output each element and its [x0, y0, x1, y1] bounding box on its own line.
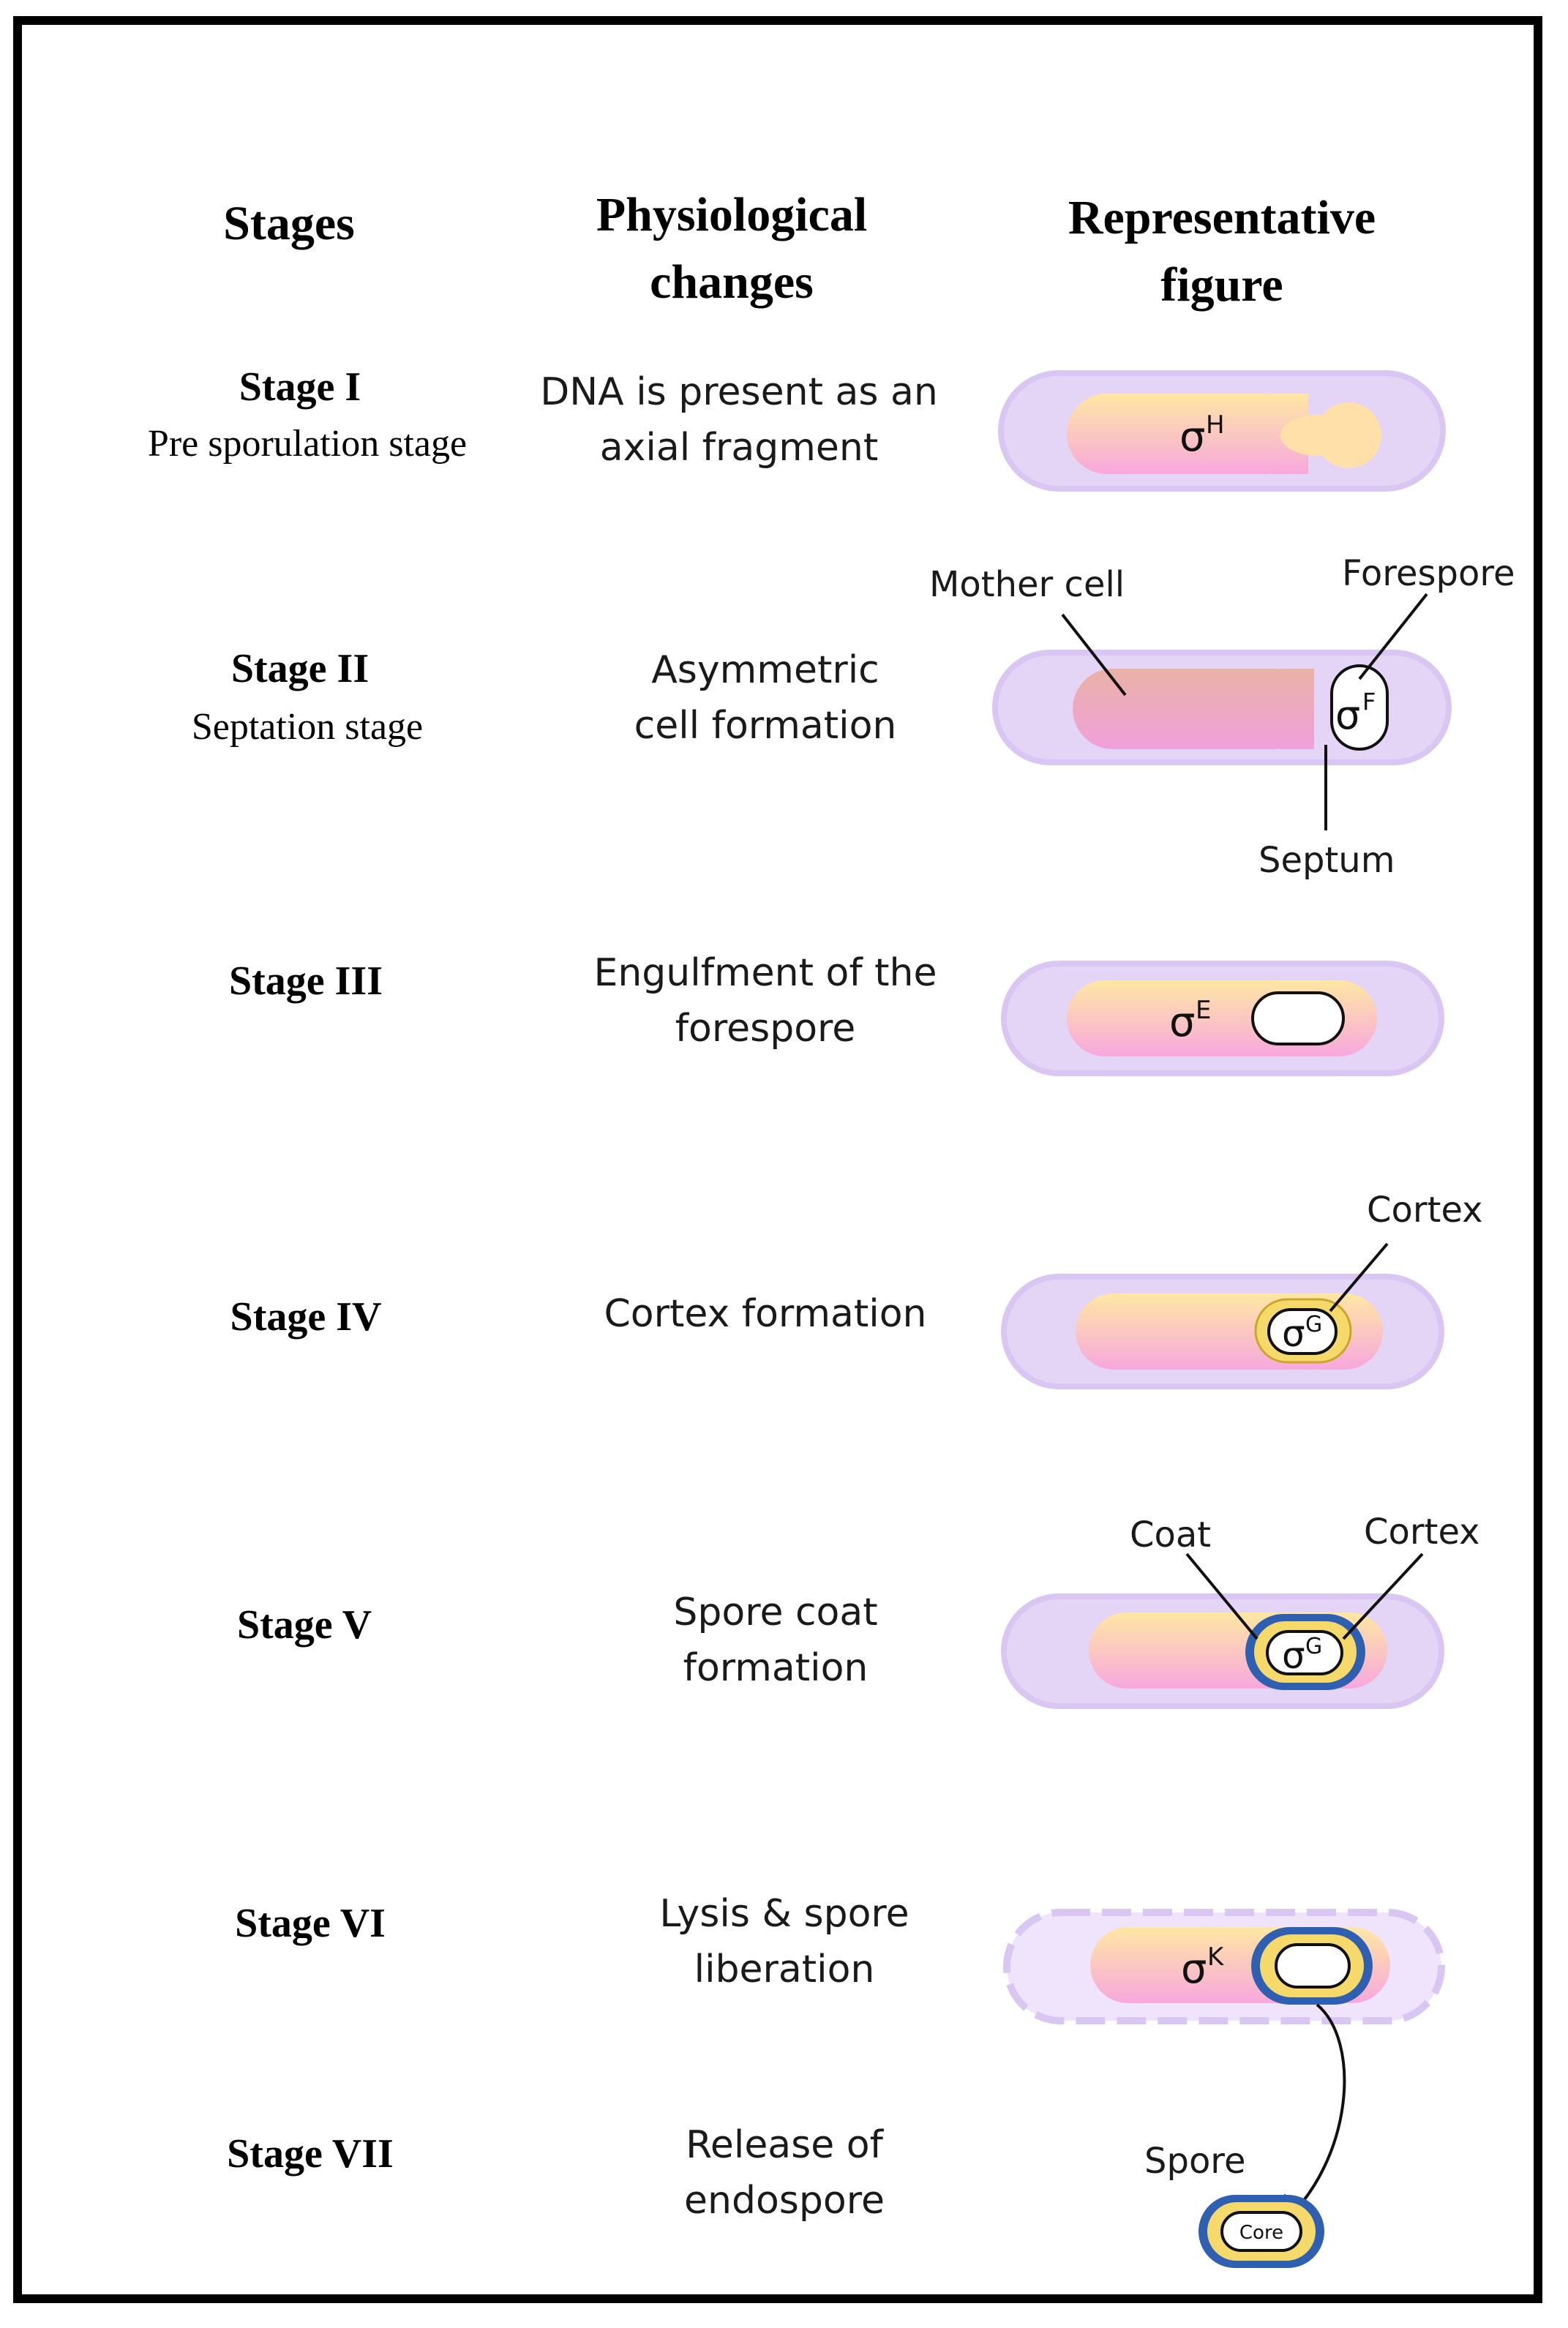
- stage-4-sigma-sup: G: [1305, 1312, 1322, 1337]
- forespore-label: Forespore: [1342, 553, 1515, 594]
- stage-6-sigma: σ: [1181, 1945, 1207, 1993]
- stage-2-sigma-sup: F: [1362, 688, 1376, 716]
- stage-7-change-line2: endospore: [684, 2179, 885, 2223]
- mother-cell-label: Mother cell: [929, 564, 1125, 605]
- stage-3-change-line1: Engulfment of the: [593, 951, 937, 995]
- stage-3-sigma: σ: [1169, 999, 1196, 1046]
- stage-2-mother-cytoplasm: [1073, 669, 1314, 749]
- stage-1-dna-lobe: [1316, 402, 1381, 468]
- forespore-pointer: [1358, 593, 1428, 680]
- stage-6-change: Lysis & spore liberation: [528, 1886, 1040, 1997]
- stage-1-title: Stage I: [239, 364, 361, 410]
- stage-5-forespore: [1266, 1630, 1343, 1675]
- stage-3-forespore: [1251, 991, 1345, 1045]
- stage-2-change-line1: Asymmetric: [651, 648, 879, 692]
- stage-4-cell: Cortex σ G: [1001, 1190, 1483, 1389]
- stage-2-cell: Mother cell Forespore σ F Septum: [929, 553, 1515, 881]
- stage-4-sigma: σ: [1282, 1313, 1305, 1355]
- header-figure-line1: Representative: [1068, 191, 1376, 244]
- stage-2-title: Stage II: [230, 646, 370, 691]
- stage-6-title: Stage VI: [235, 1901, 386, 1946]
- stage-5-title: Stage V: [236, 1602, 372, 1648]
- stage-2-forespore: [1330, 664, 1389, 751]
- stage-1-change-line1: DNA is present as an: [540, 370, 938, 414]
- stage-7-title: Stage VII: [227, 2131, 394, 2177]
- stage-5-change-line2: formation: [683, 1646, 869, 1690]
- septum-label: Septum: [1258, 840, 1395, 881]
- stage-2-mother-block: [1280, 669, 1314, 749]
- stage-5-cortex-pointer: [1342, 1552, 1424, 1640]
- stage-2-sigma: σ: [1335, 692, 1360, 738]
- stage-3-change-line2: forespore: [675, 1007, 856, 1051]
- stage-5-change: Spore coat formation: [519, 1585, 1032, 1696]
- stage-1-sigma: σ: [1179, 413, 1206, 461]
- stage-4-change: Cortex formation: [509, 1286, 1021, 1342]
- stage-5-sigma-sup: G: [1305, 1634, 1322, 1659]
- release-arrow: [1268, 2003, 1346, 2237]
- stage-4-change-line1: Cortex formation: [604, 1292, 927, 1336]
- stage-4-title: Stage IV: [230, 1294, 382, 1340]
- coat-pointer: [1185, 1552, 1258, 1640]
- header-changes-line1: Physiological: [596, 188, 868, 241]
- stage-1-cytoplasm: [1067, 394, 1308, 474]
- spore-label: Spore: [1144, 2141, 1246, 2182]
- stage-1-cell: σ H: [998, 370, 1446, 492]
- stage-3-change: Engulfment of the forespore: [509, 945, 1021, 1056]
- stage-4-cortex-pointer: [1329, 1242, 1389, 1313]
- header-stages-text: Stages: [223, 197, 355, 250]
- header-changes: Physiological changes: [498, 181, 966, 316]
- stage-6-cell: σ K: [1003, 1909, 1445, 2237]
- header-figure-line2: figure: [1160, 258, 1283, 312]
- stage-5-sigma: σ: [1282, 1634, 1305, 1677]
- stage-1-subtitle: Pre sporulation stage: [147, 423, 468, 465]
- stage-1-change-line2: axial fragment: [599, 426, 879, 470]
- stage-7-spore: Spore Core: [1144, 2141, 1324, 2268]
- stage-5-cell: Coat Cortex σ G: [1001, 1512, 1480, 1709]
- stage-3-cell: σ E: [1001, 961, 1444, 1076]
- stage-2-change: Asymmetric cell formation: [509, 642, 1021, 754]
- stage-3-sigma-sup: E: [1196, 996, 1211, 1025]
- header-changes-line2: changes: [650, 255, 814, 309]
- header-figure: Representative figure: [980, 184, 1463, 319]
- stage-6-sigma-sup: K: [1207, 1942, 1225, 1972]
- stage-5-change-line1: Spore coat: [673, 1591, 878, 1634]
- stage-7-change-line1: Release of: [686, 2123, 883, 2167]
- stage-1-change: DNA is present as an axial fragment: [483, 364, 995, 476]
- stage-1-sigma-sup: H: [1206, 410, 1225, 440]
- mother-cell-pointer: [1061, 613, 1127, 696]
- stage-6-change-line1: Lysis & spore: [659, 1892, 909, 1936]
- stage-7-change: Release of endospore: [528, 2117, 1040, 2229]
- stage-2-subtitle: Septation stage: [191, 706, 424, 748]
- stage-7-core: [1220, 2211, 1302, 2252]
- stage-5-cortex-label: Cortex: [1364, 1512, 1480, 1552]
- stage-6-spore-core: [1275, 1943, 1351, 1989]
- core-label: Core: [1239, 2222, 1283, 2244]
- stage-4-cortex-label: Cortex: [1367, 1190, 1483, 1231]
- stage-4-forespore: [1267, 1308, 1338, 1355]
- stage-2-change-line2: cell formation: [634, 704, 897, 748]
- stage-6-change-line2: liberation: [694, 1948, 875, 1991]
- header-stages: Stages: [146, 190, 432, 258]
- coat-label: Coat: [1130, 1514, 1211, 1555]
- stage-3-title: Stage III: [228, 958, 383, 1004]
